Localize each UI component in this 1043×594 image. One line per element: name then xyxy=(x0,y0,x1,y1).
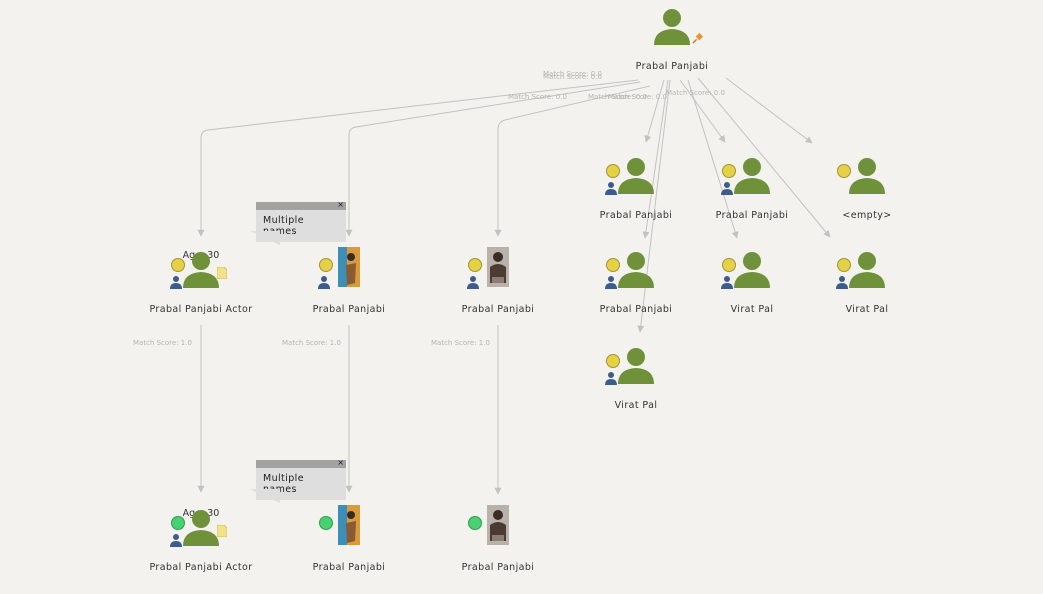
user-icon xyxy=(836,276,848,289)
person-icon xyxy=(618,252,654,288)
status-badge xyxy=(468,516,482,530)
multiple-names-tooltip: × Multiple names xyxy=(250,458,346,503)
status-badge xyxy=(171,258,185,272)
note-icon xyxy=(217,267,227,279)
person-icon xyxy=(183,510,219,546)
edge-root-right-7 xyxy=(725,77,813,144)
profile-photo-icon xyxy=(487,505,509,545)
profile-photo-icon xyxy=(487,247,509,287)
edge-root-right-4 xyxy=(679,79,726,143)
status-badge xyxy=(171,516,185,530)
node-label: Prabal Panjabi xyxy=(599,210,673,221)
profile-photo-icon xyxy=(338,247,360,287)
person-icon xyxy=(734,158,770,194)
user-icon xyxy=(467,276,479,289)
user-icon xyxy=(605,182,617,195)
person-icon xyxy=(618,158,654,194)
node-label: Virat Pal xyxy=(845,304,889,315)
node-label: Prabal Panjabi xyxy=(312,304,386,315)
node-label: Virat Pal xyxy=(614,400,658,411)
person-icon xyxy=(734,252,770,288)
status-badge xyxy=(606,258,620,272)
edge-label: Match Score: 1.0 xyxy=(133,339,192,347)
user-icon xyxy=(721,276,733,289)
status-badge xyxy=(722,258,736,272)
user-icon xyxy=(170,276,182,289)
tooltip-titlebar: × xyxy=(256,458,346,468)
profile-photo-icon xyxy=(338,505,360,545)
status-badge xyxy=(722,164,736,178)
person-icon xyxy=(183,252,219,288)
edge-root-row1-2 xyxy=(345,81,641,237)
edge-root-row1-3 xyxy=(494,85,651,237)
node-label: Prabal Panjabi xyxy=(312,562,386,573)
node-label: Prabal Panjabi Actor xyxy=(149,304,253,315)
status-badge xyxy=(606,354,620,368)
status-badge xyxy=(468,258,482,272)
node-label: Prabal Panjabi Actor xyxy=(149,562,253,573)
tooltip-pointer xyxy=(250,489,280,503)
close-icon[interactable]: × xyxy=(337,200,344,209)
edge-label: Match Score: 1.0 xyxy=(431,339,490,347)
edge-label: Match Score: 0.0 xyxy=(666,89,725,97)
note-icon xyxy=(217,525,227,537)
node-label: Prabal Panjabi xyxy=(461,562,535,573)
node-label: Prabal Panjabi xyxy=(461,304,535,315)
tooltip-titlebar: × xyxy=(256,200,346,210)
person-icon xyxy=(849,252,885,288)
person-icon xyxy=(849,158,885,194)
edge-root-right-3 xyxy=(637,79,671,333)
tooltip-pointer xyxy=(250,231,280,245)
node-label: Prabal Panjabi xyxy=(715,210,789,221)
status-badge xyxy=(606,164,620,178)
node-label: <empty> xyxy=(842,210,892,221)
edge-root-right-1 xyxy=(644,79,665,143)
close-icon[interactable]: × xyxy=(337,458,344,467)
status-badge xyxy=(319,516,333,530)
edge-label: Match Score: 0.0 xyxy=(543,70,602,78)
status-badge xyxy=(837,258,851,272)
edge-label: Match Score: 0.0 xyxy=(608,93,667,101)
user-icon xyxy=(318,276,330,289)
edge-root-right-5 xyxy=(687,79,739,239)
status-badge xyxy=(319,258,333,272)
node-label: Virat Pal xyxy=(730,304,774,315)
user-icon xyxy=(605,372,617,385)
edge-label: Match Score: 0.0 xyxy=(543,73,602,81)
edge-label: Match Score: 0.0 xyxy=(508,93,567,101)
user-icon xyxy=(721,182,733,195)
node-label: Prabal Panjabi xyxy=(599,304,673,315)
edge-label: Match Score: 1.0 xyxy=(282,339,341,347)
person-icon xyxy=(654,9,690,45)
node-label: Prabal Panjabi xyxy=(635,61,709,72)
multiple-names-tooltip: × Multiple names xyxy=(250,200,346,245)
edge-root-right-6 xyxy=(697,77,831,238)
edge-root-row1-1 xyxy=(197,79,639,237)
pin-icon xyxy=(692,32,704,44)
person-icon xyxy=(618,348,654,384)
edge-label: Match Score: 0.0 xyxy=(588,93,647,101)
user-icon xyxy=(170,534,182,547)
edge-root-right-2 xyxy=(642,79,669,239)
status-badge xyxy=(837,164,851,178)
user-icon xyxy=(605,276,617,289)
